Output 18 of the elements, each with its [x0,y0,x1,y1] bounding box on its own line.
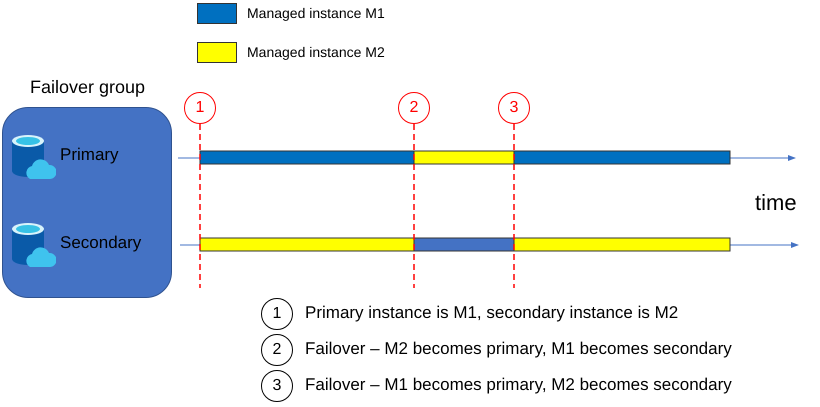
event-line [513,124,515,288]
step-number: 3 [261,370,293,402]
step-description: Failover – M1 becomes primary, M2 becomes secondary [305,375,732,395]
step-number: 1 [261,298,293,330]
step-number: 2 [261,334,293,366]
event-line [413,124,415,288]
role-label: Secondary [60,233,142,253]
event-line [199,124,201,288]
group-title: Failover group [30,77,146,98]
role-label: Primary [60,145,119,165]
legend-label: Managed instance M2 [247,44,385,60]
event-marker: 3 [498,92,530,124]
legend-label: Managed instance M1 [247,5,385,21]
step-description: Failover – M2 becomes primary, M1 becomes secondary [305,339,732,359]
event-marker: 2 [398,92,430,124]
axis-label: time [755,190,797,216]
event-marker: 1 [184,92,216,124]
step-description: Primary instance is M1, secondary instance is M2 [305,303,678,323]
